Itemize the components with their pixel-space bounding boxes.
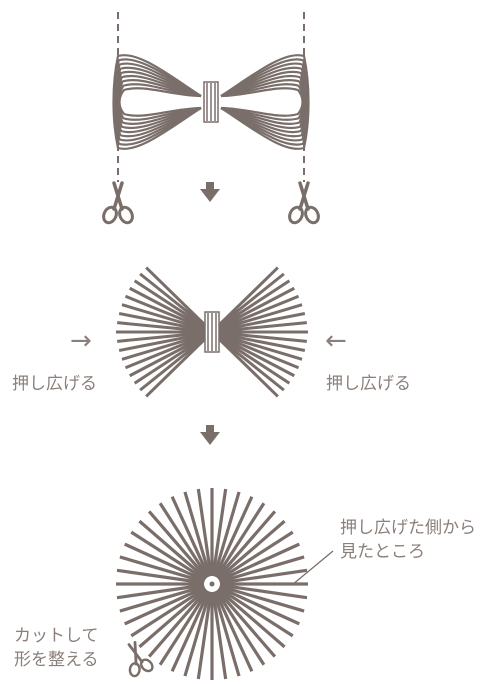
down-arrow-icon (200, 425, 220, 445)
push-left-arrow-icon: ← (325, 328, 347, 354)
pompom-center-dot (210, 582, 215, 587)
push-open-label-left: 押し広げる (12, 373, 97, 395)
callout-line-1: 押し広げた側から (340, 517, 476, 539)
down-arrow-icon (200, 182, 220, 202)
callout-leader-line (292, 551, 333, 585)
trim-instruction-line-2: 形を整える (14, 649, 99, 671)
callout-line-2: 見たところ (340, 541, 425, 563)
scissors-handle (303, 205, 321, 225)
cut-yarn-bowtie (116, 268, 308, 397)
scissors-handle (117, 205, 135, 225)
finished-pompom (116, 488, 308, 680)
tied-yarn-bundle (114, 55, 309, 149)
scissors-icon (119, 639, 156, 680)
push-right-arrow-icon: → (70, 328, 92, 354)
scissors-icon (101, 183, 135, 225)
scissors-icon (287, 183, 321, 225)
push-open-label-right: 押し広げる (326, 373, 411, 395)
scissors-handle (101, 205, 119, 225)
trim-instruction-line-1: カットして (14, 625, 99, 647)
scissors-handle (129, 663, 140, 677)
scissors-handle (287, 205, 305, 225)
